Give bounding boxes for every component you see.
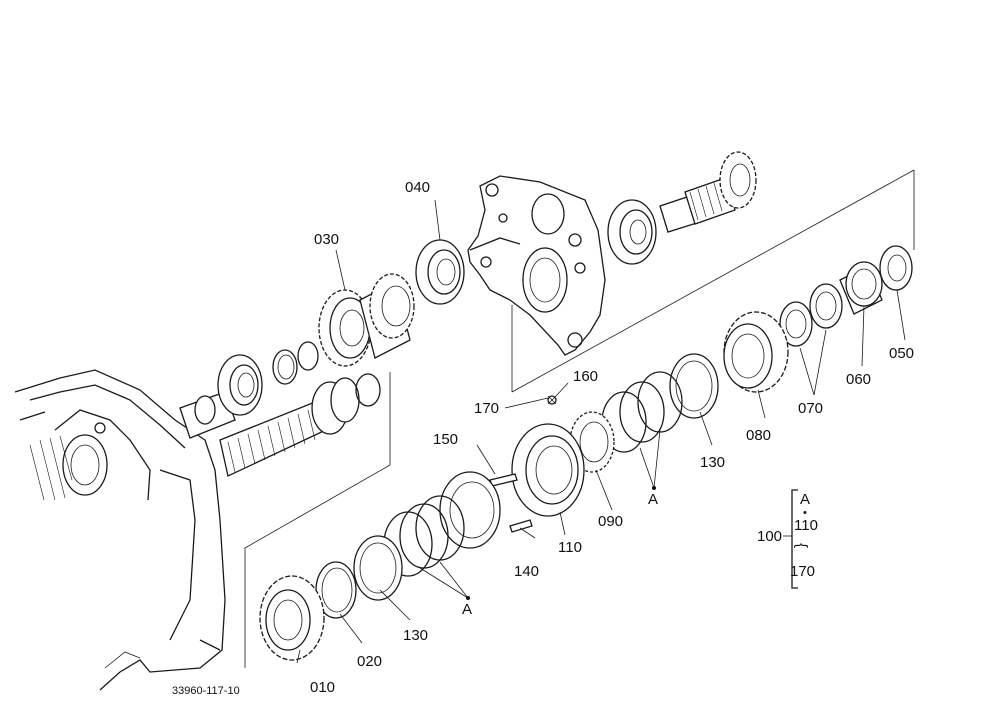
label-140: 140: [514, 563, 539, 580]
synchro-ring-hub-left: [439, 471, 501, 549]
part-050-washer: [879, 245, 913, 291]
left-snap-ring-1: [272, 349, 298, 385]
part-040-bearing: [415, 239, 465, 305]
label-050: 050: [889, 345, 914, 362]
kit-dot: •: [803, 507, 807, 519]
synchro-rings-a-lower: [383, 495, 465, 577]
left-shaft-bearing: [217, 354, 263, 416]
label-150: 150: [433, 431, 458, 448]
assembly-outline: [244, 169, 915, 668]
a-mark-center: A: [648, 491, 658, 508]
main-shaft: [179, 377, 360, 477]
kit-legend: 100 A • 110 { 170: [757, 489, 818, 589]
kit-label-100: 100: [757, 528, 782, 545]
kit-line-a: A: [800, 491, 810, 508]
a-mark-bottom: A: [462, 601, 472, 618]
part-110-sleeve: [511, 423, 585, 517]
a-mark-dot-center: [652, 486, 656, 490]
transmission-housing: [14, 369, 226, 691]
a-mark-dot-bottom: [466, 596, 470, 600]
label-080: 080: [746, 427, 771, 444]
label-010: 010: [310, 679, 335, 696]
left-snap-ring-3: [355, 373, 381, 407]
figure-code: 33960-117-10: [172, 685, 240, 697]
input-shaft-bearing: [607, 199, 657, 265]
part-070-needle-bearings: [779, 283, 843, 347]
kit-line-110: 110: [794, 517, 818, 534]
label-030: 030: [314, 231, 339, 248]
label-110: 110: [558, 539, 582, 556]
left-snap-ring-2: [297, 341, 319, 371]
part-150-key: [489, 473, 518, 487]
part-160-spring: [547, 395, 557, 405]
leader-lines: [296, 199, 906, 664]
part-170-case: [467, 175, 606, 356]
part-130-lower-ring: [353, 535, 403, 601]
kit-brace: {: [793, 543, 810, 548]
label-020: 020: [357, 653, 382, 670]
kit-line-170: 170: [790, 563, 815, 580]
part-080-gear: [723, 311, 789, 393]
label-040: 040: [405, 179, 430, 196]
input-shaft: [659, 151, 757, 233]
label-130-right: 130: [700, 454, 725, 471]
label-160: 160: [573, 368, 598, 385]
label-130-bottom: 130: [403, 627, 428, 644]
label-090: 090: [598, 513, 623, 530]
label-060: 060: [846, 371, 871, 388]
part-140-key: [509, 519, 533, 533]
label-070: 070: [798, 400, 823, 417]
label-170: 170: [474, 400, 499, 417]
part-130-right-ring: [669, 353, 719, 419]
part-010-gear: [259, 575, 325, 661]
part-030-cluster-gear: [318, 273, 415, 367]
part-060-collar: [839, 261, 883, 315]
